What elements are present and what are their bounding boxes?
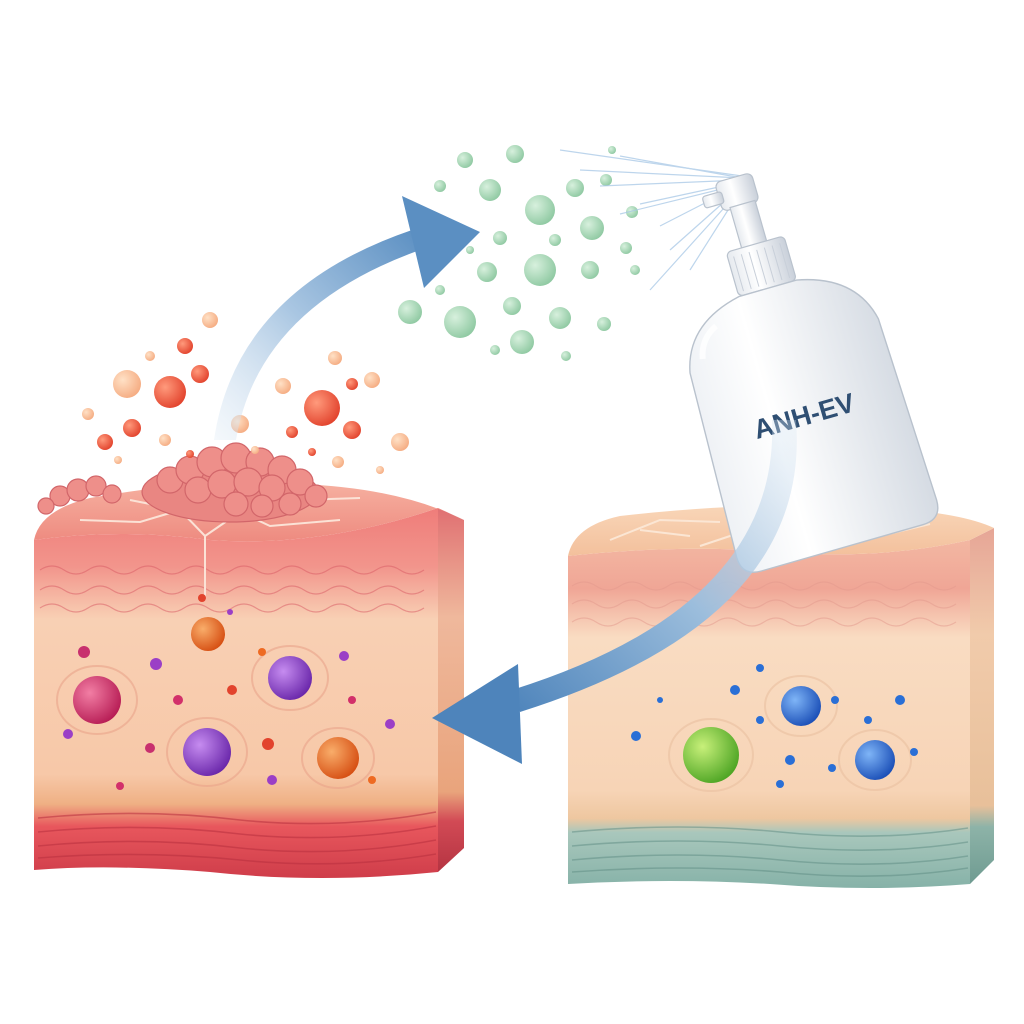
purple-cell: [268, 656, 312, 700]
blue-cell: [855, 740, 895, 780]
healed-cells: [631, 649, 918, 792]
inflamed-block-side: [438, 508, 464, 872]
healed-dermis-texture: [571, 826, 969, 877]
healed-block-front: [568, 540, 970, 888]
healed-block-side: [970, 528, 994, 884]
orange-cell: [317, 737, 359, 779]
orange-cell: [191, 617, 225, 651]
healed-epidermis-cells: [571, 581, 957, 627]
inflamed-epidermis-cells: [39, 565, 425, 613]
magenta-cell: [73, 676, 121, 724]
upward-arrow-shaft: [214, 230, 420, 440]
bottle-body: [689, 278, 939, 573]
blue-cell: [781, 686, 821, 726]
return-arrow-icon: [432, 420, 797, 764]
inflammatory-particles: [82, 312, 409, 474]
spray-bottle-icon[interactable]: ANH-EV: [636, 148, 942, 576]
inflamed-dermis-texture: [37, 811, 437, 865]
inflamed-skin-block: [34, 442, 464, 878]
inflamed-cells: [56, 594, 395, 790]
healed-small-particles: [631, 649, 918, 788]
ev-mist-particles: [398, 145, 640, 361]
purple-cell: [183, 728, 231, 776]
downward-arrow-head: [432, 664, 522, 764]
upward-arrow-head: [402, 196, 480, 288]
downward-arrow-shaft: [512, 420, 797, 712]
cycle-arrow-icon: [214, 196, 480, 440]
green-cell: [683, 727, 739, 783]
inflamed-small-particles: [63, 594, 395, 790]
inflamed-lesion: [37, 442, 328, 523]
